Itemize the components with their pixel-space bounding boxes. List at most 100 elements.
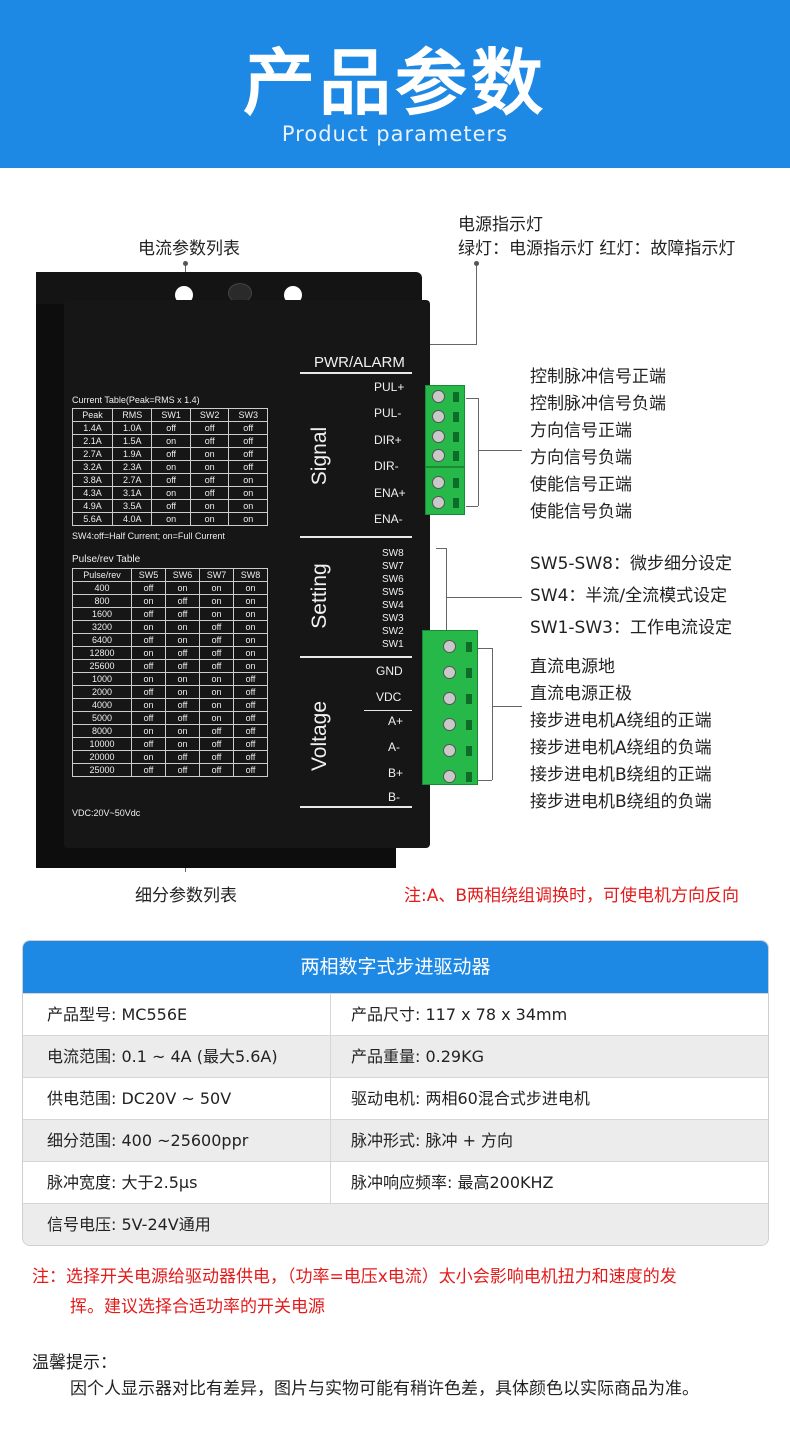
- table-cell: on: [198, 581, 234, 595]
- signal-pin-label: 方向信号正端: [530, 421, 632, 441]
- pin-label: B-: [388, 790, 400, 804]
- spec-cell: 驱动电机: 两相60混合式步进电机: [351, 1089, 590, 1108]
- table-cell: on: [228, 499, 268, 513]
- terminal-slot: [466, 746, 472, 756]
- table-cell: off: [130, 763, 166, 777]
- table-cell: on: [164, 737, 200, 751]
- switch-label: SW1: [382, 639, 404, 650]
- table-cell: 400: [72, 581, 132, 595]
- table-cell: off: [232, 698, 269, 712]
- setting-section-label: Setting: [308, 563, 331, 629]
- table-cell: off: [198, 633, 234, 647]
- table-cell: on: [198, 594, 234, 608]
- table-cell: on: [232, 581, 269, 595]
- terminal-slot: [453, 412, 459, 422]
- terminal-slot: [453, 432, 459, 442]
- table-cell: 2.1A: [71, 434, 114, 448]
- pulse-table-title: Pulse/rev Table: [72, 554, 141, 565]
- table-cell: off: [198, 750, 234, 764]
- table-cell: on: [130, 698, 166, 712]
- table-cell: off: [198, 659, 234, 673]
- table-cell: SW3: [228, 408, 268, 422]
- table-cell: 10000: [72, 737, 132, 751]
- power-led-title: 电源指示灯: [458, 215, 543, 235]
- page-title: 产品参数: [242, 41, 547, 125]
- table-row: 细分范围: 400 ~25600ppr 脉冲形式: 脉冲 + 方向: [23, 1119, 768, 1161]
- switch-label: SW7: [382, 561, 404, 572]
- spec-cell: 供电范围: DC20V ~ 50V: [23, 1078, 331, 1119]
- table-cell: off: [130, 581, 166, 595]
- table-cell: off: [232, 672, 269, 686]
- signal-section-label: Signal: [308, 426, 331, 486]
- vdc-note: VDC:20V~50Vdc: [72, 808, 141, 818]
- terminal-screw-icon: [443, 640, 456, 653]
- table-cell: on: [164, 633, 200, 647]
- power-pin-label: 接步进电机A绕组的正端: [530, 711, 712, 731]
- current-table-title: Current Table(Peak=RMS x 1.4): [72, 395, 200, 405]
- table-cell: on: [198, 711, 234, 725]
- table-cell: off: [228, 460, 268, 474]
- table-cell: on: [130, 620, 166, 634]
- leader-line: [185, 262, 186, 276]
- table-row: 供电范围: DC20V ~ 50V 驱动电机: 两相60混合式步进电机: [23, 1077, 768, 1119]
- table-cell: 4.9A: [71, 499, 114, 513]
- table-cell: off: [228, 447, 268, 461]
- signal-terminal-block: [425, 385, 465, 467]
- pin-label: PUL-: [374, 406, 402, 420]
- tip-title: 温馨提示：: [32, 1353, 117, 1373]
- terminal-slot: [466, 642, 472, 652]
- terminal-slot: [466, 668, 472, 678]
- table-cell: on: [164, 685, 200, 699]
- table-cell: 3.1A: [112, 486, 153, 500]
- table-cell: off: [164, 763, 200, 777]
- signal-pin-label: 控制脉冲信号正端: [530, 367, 666, 387]
- table-cell: on: [189, 460, 230, 474]
- table-cell: 3200: [72, 620, 132, 634]
- table-cell: 2.3A: [112, 460, 153, 474]
- table-cell: on: [232, 620, 269, 634]
- note-line: 挥。建议选择合适功率的开关电源: [70, 1297, 325, 1317]
- leader-line: [476, 648, 492, 649]
- table-cell: 12800: [72, 646, 132, 660]
- power-pin-label: 接步进电机B绕组的负端: [530, 792, 712, 812]
- leader-line: [415, 344, 477, 345]
- table-cell: off: [198, 646, 234, 660]
- switch-label: SW2: [382, 626, 404, 637]
- voltage-section-label: Voltage: [308, 700, 331, 772]
- power-led-desc: 绿灯：电源指示灯 红灯：故障指示灯: [458, 239, 736, 259]
- note-line: 注：选择开关电源给驱动器供电，（功率=电压x电流）太小会影响电机扭力和速度的发: [32, 1267, 677, 1287]
- table-cell: off: [151, 421, 191, 435]
- table-cell: off: [164, 659, 200, 673]
- header-banner: 产品参数 Product parameters: [0, 0, 790, 168]
- table-cell: 2.7A: [71, 447, 114, 461]
- leader-line: [492, 706, 522, 707]
- terminal-slot: [453, 498, 459, 508]
- terminal-screw-icon: [443, 692, 456, 705]
- table-cell: off: [189, 486, 230, 500]
- pin-label: ENA-: [374, 512, 403, 526]
- table-cell: 1.4A: [71, 421, 114, 435]
- panel-divider: [300, 656, 412, 658]
- terminal-screw-icon: [432, 476, 445, 489]
- table-cell: RMS: [112, 408, 153, 422]
- table-cell: 1.5A: [112, 434, 153, 448]
- table-cell: off: [198, 724, 234, 738]
- table-cell: on: [228, 512, 268, 526]
- signal-pin-label: 使能信号负端: [530, 502, 632, 522]
- leader-dot: [474, 261, 479, 266]
- power-pin-label: 直流电源正极: [530, 684, 632, 704]
- pin-label: DIR-: [374, 459, 399, 473]
- table-cell: off: [151, 499, 191, 513]
- mount-hole: [175, 286, 193, 304]
- switch-label: SW3: [382, 613, 404, 624]
